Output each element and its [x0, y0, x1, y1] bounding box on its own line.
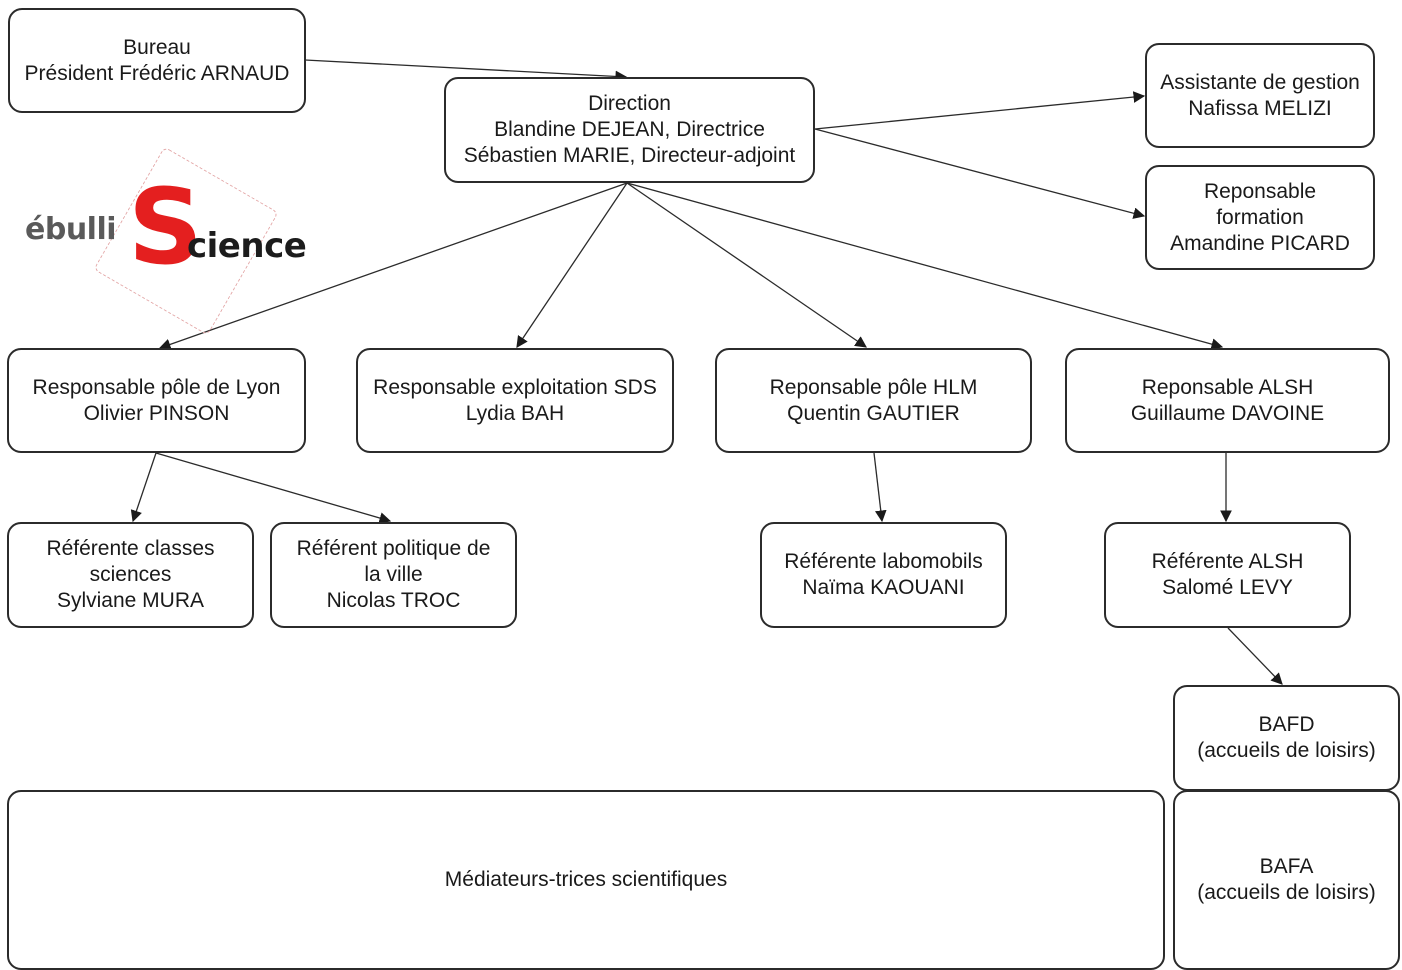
node-labomobils-line-2: Naïma KAOUANI: [802, 576, 965, 599]
edge-lyon-politique: [155, 452, 392, 524]
node-assistante-line-1: Assistante de gestion: [1160, 70, 1360, 94]
node-formation-line-2: formation: [1216, 205, 1304, 229]
edge-lyon-classes: [130, 452, 157, 523]
node-classes-line-1: Référente classes: [46, 537, 215, 560]
node-sds-line-1: Responsable exploitation SDS: [373, 375, 657, 399]
node-classes-line-2: sciences: [89, 563, 172, 586]
edge-direction-hlm: [626, 182, 867, 348]
node-bureau: Bureau Président Frédéric ARNAUD: [8, 8, 306, 113]
node-bafd: BAFD (accueils de loisirs): [1173, 685, 1400, 791]
edge-ref-alsh-bafd: [1227, 627, 1283, 685]
node-hlm-line-1: Reponsable pôle HLM: [769, 375, 978, 399]
node-referente-classes: Référente classes sciences Sylviane MURA: [7, 522, 254, 628]
node-referente-labomobils: Référente labomobils Naïma KAOUANI: [760, 522, 1007, 628]
edge-bureau-direction: [304, 59, 628, 83]
node-direction-line-1: Direction: [588, 92, 671, 115]
node-classes-line-3: Sylviane MURA: [56, 589, 205, 612]
ebulliscience-logo: ébulli S cience: [20, 146, 320, 336]
node-ref-alsh-line-1: Référente ALSH: [1151, 550, 1304, 573]
node-direction-line-3: Sébastien MARIE, Directeur-adjoint: [463, 144, 796, 167]
edge-direction-alsh: [626, 182, 1224, 350]
node-lyon-line-1: Responsable pôle de Lyon: [32, 375, 281, 399]
node-politique-line-3: Nicolas TROC: [326, 589, 461, 612]
edge-hlm-labomobils: [873, 452, 887, 523]
node-formation-line-1: Reponsable: [1203, 179, 1317, 203]
logo-question-mark: S: [128, 166, 203, 288]
edge-direction-assistante: [814, 91, 1146, 130]
node-bafa-line-2: (accueils de loisirs): [1197, 881, 1376, 904]
edge-direction-formation: [814, 128, 1146, 219]
node-labomobils-line-1: Référente labomobils: [784, 550, 983, 573]
node-exploitation-sds: Responsable exploitation SDS Lydia BAH: [356, 348, 674, 453]
node-bureau-line-1: Bureau: [123, 35, 191, 59]
node-bafd-line-1: BAFD: [1258, 713, 1315, 736]
node-referent-politique: Référent politique de la ville Nicolas T…: [270, 522, 517, 628]
logo-text-ebulli: ébulli: [25, 212, 117, 247]
node-direction: Direction Blandine DEJEAN, Directrice Sé…: [444, 77, 815, 183]
node-pole-hlm: Reponsable pôle HLM Quentin GAUTIER: [715, 348, 1032, 453]
node-responsable-alsh: Reponsable ALSH Guillaume DAVOINE: [1065, 348, 1390, 453]
node-responsable-formation: Reponsable formation Amandine PICARD: [1145, 165, 1375, 270]
node-bafd-line-2: (accueils de loisirs): [1197, 739, 1376, 762]
node-alsh-line-2: Guillaume DAVOINE: [1130, 401, 1325, 425]
node-hlm-line-2: Quentin GAUTIER: [787, 401, 960, 425]
node-formation-line-3: Amandine PICARD: [1170, 231, 1350, 255]
node-lyon-line-2: Olivier PINSON: [83, 401, 230, 425]
node-politique-line-2: la ville: [364, 563, 423, 586]
edge-direction-lyon: [158, 182, 628, 351]
edge-direction-sds: [516, 182, 628, 348]
node-alsh-line-1: Reponsable ALSH: [1141, 375, 1314, 399]
node-referente-alsh: Référente ALSH Salomé LEVY: [1104, 522, 1351, 628]
node-pole-lyon: Responsable pôle de Lyon Olivier PINSON: [7, 348, 306, 453]
node-ref-alsh-line-2: Salomé LEVY: [1162, 576, 1293, 599]
node-assistante-line-2: Nafissa MELIZI: [1188, 96, 1332, 120]
node-bafa-line-1: BAFA: [1259, 855, 1314, 878]
node-bureau-line-2: Président Frédéric ARNAUD: [24, 61, 290, 85]
node-direction-line-2: Blandine DEJEAN, Directrice: [494, 118, 765, 141]
node-sds-line-2: Lydia BAH: [465, 401, 565, 425]
node-mediateurs-line-1: Médiateurs-trices scientifiques: [444, 868, 728, 891]
node-mediateurs: Médiateurs-trices scientifiques: [7, 790, 1165, 970]
node-assistante-gestion: Assistante de gestion Nafissa MELIZI: [1145, 43, 1375, 148]
logo-text-cience: cience: [187, 226, 307, 266]
node-bafa: BAFA (accueils de loisirs): [1173, 790, 1400, 970]
node-politique-line-1: Référent politique de: [296, 537, 491, 560]
